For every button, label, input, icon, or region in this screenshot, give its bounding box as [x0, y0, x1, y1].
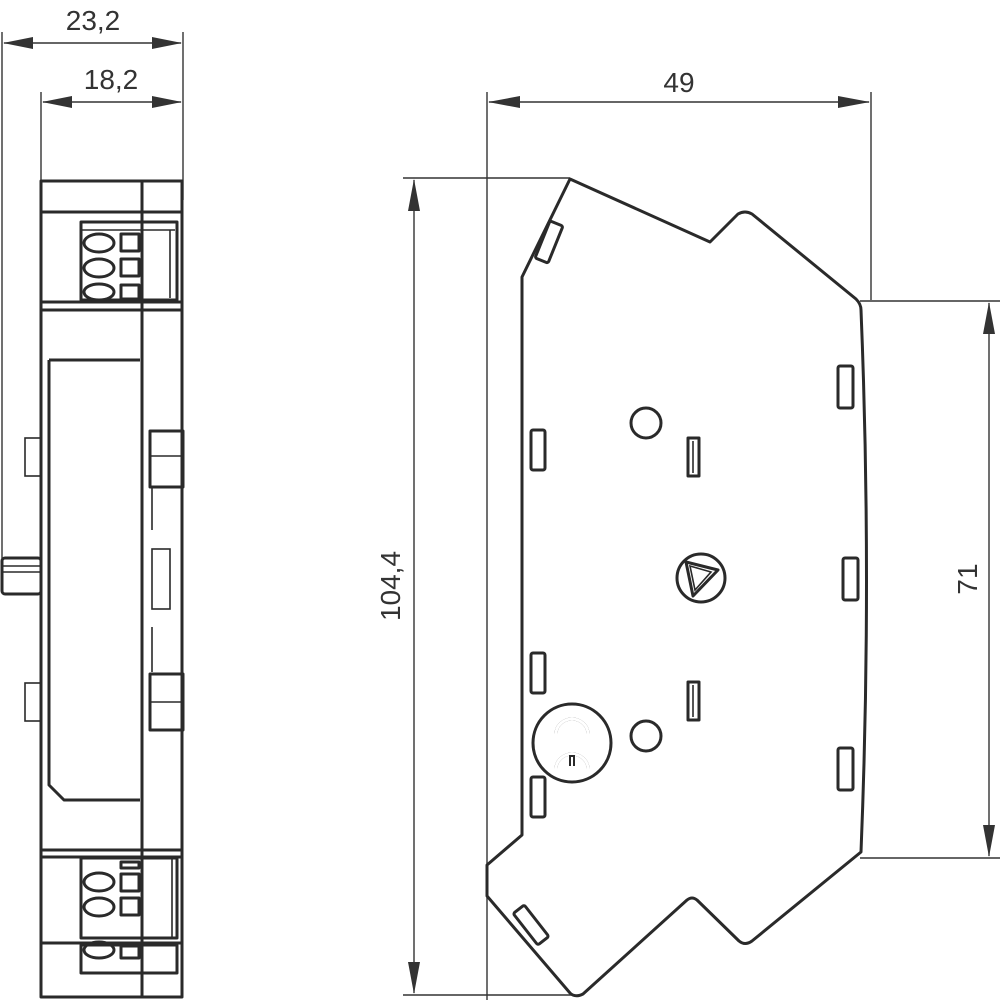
screw-icon — [82, 871, 116, 893]
wire-entry-icon — [119, 860, 141, 870]
wire-entry-icon — [119, 283, 141, 301]
housing-outline — [485, 177, 868, 998]
dimension-label-49: 49 — [663, 67, 694, 98]
mounting-hole — [629, 406, 663, 440]
wire-entry-icon — [119, 872, 141, 893]
mounting-hole — [629, 719, 663, 753]
slot — [529, 775, 547, 819]
front-view — [485, 177, 868, 998]
wire-entry-icon — [119, 944, 141, 960]
dimension-71: 71 — [860, 300, 1000, 859]
dimension-label-23-2: 23,2 — [66, 5, 121, 36]
clip-left — [24, 437, 42, 477]
screw-icon — [82, 282, 116, 302]
slot — [836, 364, 855, 410]
terminal-block-bottom — [79, 856, 179, 975]
clip-left — [24, 682, 42, 722]
terminal-block-top — [79, 220, 179, 302]
narrow-slot — [686, 436, 701, 478]
hook-right — [151, 548, 171, 610]
dimension-18-2: 18,2 — [40, 64, 182, 180]
screw-icon — [82, 257, 116, 279]
screw-icon — [82, 232, 116, 254]
hook-right — [148, 429, 185, 489]
dimension-label-104-4: 104,4 — [375, 551, 406, 621]
slot — [512, 904, 550, 946]
slot — [841, 556, 860, 602]
screw-icon — [82, 940, 116, 960]
slot — [836, 746, 855, 792]
wire-entry-icon — [119, 232, 141, 253]
screw-icon — [82, 896, 116, 918]
rail-clip — [0, 556, 43, 596]
dimension-label-71: 71 — [952, 563, 983, 594]
narrow-slot — [686, 680, 701, 722]
triangle-in-circle-icon — [675, 552, 727, 604]
dimension-49: 49 — [486, 67, 872, 1000]
side-view — [0, 179, 185, 999]
wire-entry-icon — [119, 896, 141, 917]
dimension-23-2: 23,2 — [1, 5, 184, 560]
slot — [534, 219, 564, 265]
ce-mark-icon — [531, 702, 613, 784]
slot — [529, 428, 547, 472]
slot — [529, 651, 547, 695]
dimension-104-4: 104,4 — [375, 177, 575, 996]
wire-entry-icon — [119, 257, 141, 278]
dimension-label-18-2: 18,2 — [84, 64, 139, 95]
